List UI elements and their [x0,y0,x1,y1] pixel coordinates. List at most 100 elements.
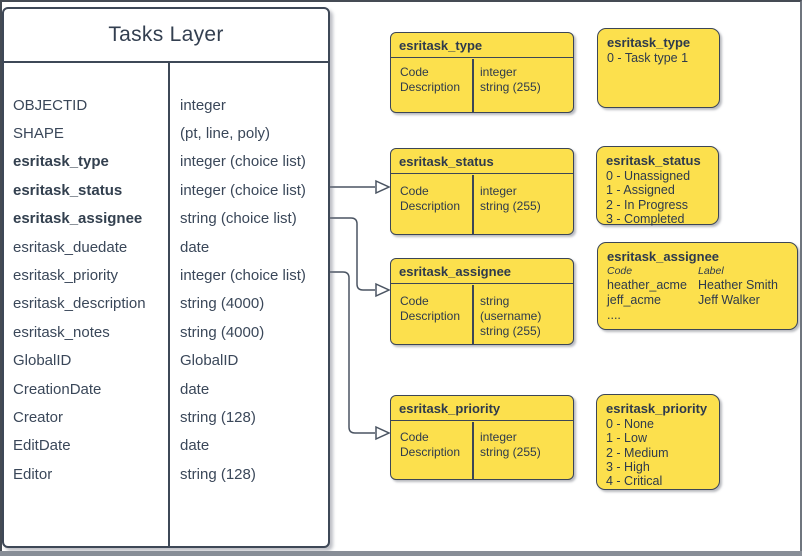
field-description-label: Description [400,308,461,323]
field-name: esritask_duedate [13,238,128,256]
domain-table-title: esritask_priority [391,396,573,421]
domain-table-divider [472,58,474,112]
legend-esritask-assignee: esritask_assignee Code Label heather_acm… [597,242,798,330]
field-type: string (choice list) [180,210,297,228]
field-description-label: Description [400,198,461,213]
legend-entry-code: jeff_acme [607,292,661,307]
legend-column-headers: Code Label [607,265,788,278]
field-type: integer [180,96,226,114]
field-type: date [180,437,210,455]
field-code-type: integer [480,64,517,79]
field-description-type: string (255) [480,444,541,459]
field-row: Creator string (128) [4,403,328,431]
field-type: GlobalID [180,352,239,370]
field-description-type: string (255) [480,198,541,213]
field-name: Editor [13,465,53,483]
domain-table-title: esritask_status [391,149,573,174]
arrowhead-icon [375,179,391,195]
legend-col-code: Code [607,265,633,277]
field-row: esritask_notes string (4000) [4,318,328,346]
tasks-layer-title: Tasks Layer [4,9,328,63]
legend-title: esritask_type [607,35,691,50]
field-name: esritask_priority [13,267,119,285]
legend-title: esritask_priority [606,401,708,416]
legend-esritask-status: esritask_status 0 - Unassigned 1 - Assig… [596,146,719,226]
field-row: esritask_duedate date [4,233,328,261]
domain-table-title: esritask_assignee [391,259,573,284]
field-row: esritask_priority integer (choice list) [4,261,328,289]
field-type: string (128) [180,408,256,426]
legend-entry-label: Jeff Walker [698,292,760,307]
field-type: (pt, line, poly) [180,125,271,143]
field-name: GlobalID [13,352,72,370]
field-type: integer (choice list) [180,267,306,285]
legend-item: 2 - Medium [606,445,669,460]
page-bottom-edge [0,551,802,556]
domain-table-divider [472,421,474,479]
field-type: integer (choice list) [180,181,306,199]
field-code-label: Code [400,64,429,79]
connector-assignee [330,217,375,291]
field-row: GlobalID GlobalID [4,347,328,375]
legend-esritask-priority: esritask_priority 0 - None 1 - Low 2 - M… [596,394,720,490]
legend-item: 0 - None [606,417,654,431]
field-type: string (4000) [180,323,265,341]
field-name: esritask_notes [13,323,110,341]
field-type: date [180,238,210,256]
field-name: Creator [13,408,64,426]
field-name: OBJECTID [13,96,88,114]
field-code-type: integer [480,183,517,198]
legend-item: 3 - High [606,459,650,474]
legend-title: esritask_status [606,153,701,168]
legend-entry: heather_acme Heather Smith [607,278,788,293]
domain-table-title: esritask_type [391,33,573,58]
legend-col-label: Label [698,265,724,277]
field-description-type: string (255) [480,323,541,338]
field-description-label: Description [400,444,461,459]
arrowhead-icon [375,425,391,441]
arrowhead-icon [375,282,391,298]
field-code-label: Code [400,183,429,198]
legend-title: esritask_assignee [607,249,720,264]
field-description-type: string (255) [480,79,541,94]
domain-field-types: string (username)string (255) [480,294,573,339]
connector-priority [330,271,375,434]
legend-esritask-type: esritask_type 0 - Task type 1 [597,28,720,108]
column-divider [168,63,170,546]
legend-item: 0 - Unassigned [606,169,691,183]
field-code-label: Code [400,429,429,444]
field-type: string (128) [180,465,256,483]
legend-entry: jeff_acme Jeff Walker [607,293,788,308]
field-row: OBJECTID integer [4,91,328,119]
field-name: esritask_description [13,295,146,313]
field-name: CreationDate [13,380,102,398]
field-name: esritask_type [13,153,109,171]
legend-ellipsis: .... [607,308,621,322]
field-code-label: Code [400,293,429,308]
field-description-label: Description [400,79,461,94]
field-row: Editor string (128) [4,460,328,488]
field-code-type: integer [480,429,517,444]
legend-entry-label: Heather Smith [698,278,778,292]
